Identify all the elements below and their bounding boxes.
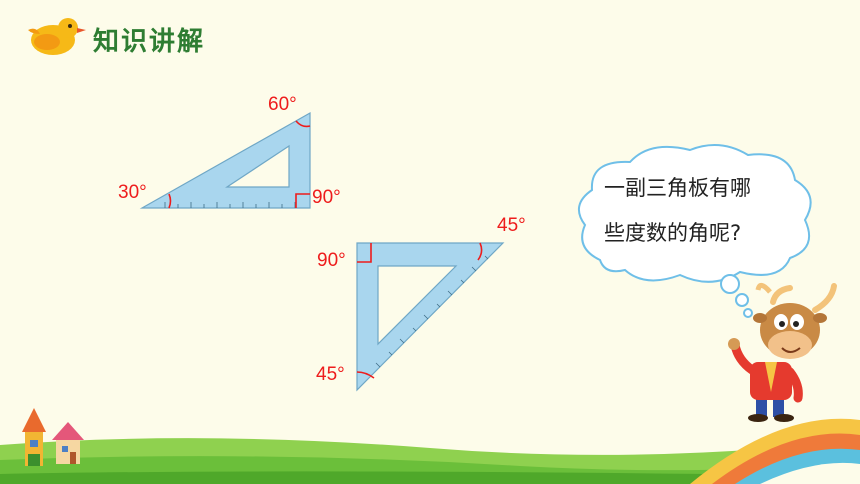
angle-label-45-a: 45° bbox=[497, 215, 526, 236]
angle-label-90-a: 90° bbox=[312, 187, 341, 208]
angle-label-90-b: 90° bbox=[317, 250, 346, 271]
cottage-house-icon bbox=[52, 422, 84, 464]
thought-bubble bbox=[577, 144, 812, 318]
ground-decoration bbox=[0, 418, 860, 484]
page-title: 知识讲解 bbox=[93, 27, 206, 57]
angle-label-45-b: 45° bbox=[316, 364, 345, 385]
bubble-line-2: 些度数的角呢? bbox=[604, 221, 742, 245]
set-square-30-60-90 bbox=[139, 111, 311, 209]
bubble-line-1: 一副三角板有哪 bbox=[604, 176, 751, 200]
tower-house-icon bbox=[22, 408, 46, 466]
cow-character bbox=[728, 283, 837, 422]
duck-icon bbox=[28, 18, 86, 55]
angle-label-60: 60° bbox=[268, 94, 297, 115]
set-square-45-45-90 bbox=[356, 242, 505, 392]
angle-label-30: 30° bbox=[118, 182, 147, 203]
